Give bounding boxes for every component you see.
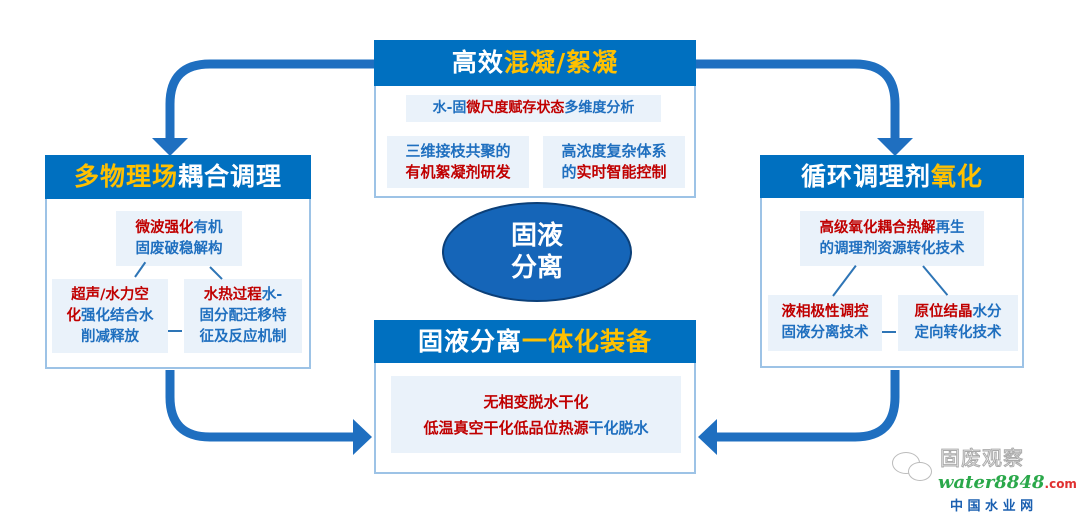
sub-box-oxidation-pyrolysis: 高级氧化耦合热解再生的调理剂资源转化技术 (800, 211, 984, 266)
text-segment: 的 (561, 163, 577, 181)
text-segment: 征及反应机制 (199, 328, 287, 345)
text-line: 三维接枝共聚的 (405, 141, 510, 162)
sub-box-hydrothermal: 水热过程水-固分配迁移特征及反应机制 (184, 279, 302, 353)
text-segment: 有机 (193, 219, 223, 236)
text-line: 定向转化技术 (915, 323, 1002, 344)
text-segment: 定向转化技术 (914, 325, 1002, 341)
text-segment: 一体化装备 (522, 327, 653, 356)
text-segment: 低温真空干化低品位热源 (423, 418, 589, 437)
text-line: 低温真空干化低品位热源干化脱水 (423, 415, 648, 441)
center-line2: 分离 (510, 253, 563, 283)
text-line: 有机絮凝剂研发 (405, 162, 510, 183)
text-segment: 多物理场 (73, 162, 178, 191)
sub-box-smart-control: 高浓度复杂体系的实时智能控制 (543, 136, 685, 188)
text-line: 固液分离技术 (782, 323, 869, 344)
box-coagulation: 高效混凝/絮凝 水-固微尺度赋存状态多维度分析 三维接枝共聚的有机絮凝剂研发 高… (374, 40, 696, 198)
text-segment: 循环调理剂 (800, 162, 931, 191)
text-line: 微波强化有机 (136, 218, 223, 239)
text-line: 超声/水力空 (71, 285, 149, 306)
text-segment: 微尺度赋存状态 (466, 100, 565, 116)
text-line: 高浓度复杂体系 (561, 141, 666, 162)
text-segment: 混凝/絮凝 (503, 48, 619, 77)
sub-box-flocculant: 三维接枝共聚的有机絮凝剂研发 (387, 136, 529, 188)
box-title: 固液分离一体化装备 (374, 320, 696, 363)
text-segment: 实时智能控制 (576, 163, 667, 181)
brand-cn: 中 国 水 业 网 (950, 499, 1034, 514)
arrowhead (877, 138, 913, 156)
sub-box-ultrasound: 超声/水力空化强化结合水削减释放 (52, 279, 168, 353)
arrowhead (152, 138, 188, 156)
connector (168, 330, 182, 332)
text-line: 水热过程水- (204, 285, 283, 306)
brand-suffix: .com (1044, 477, 1077, 491)
text-segment: 固废破稳解构 (135, 240, 223, 257)
center-line1: 固液 (510, 221, 563, 251)
text-segment: 无相变脱水干化 (483, 392, 589, 411)
text-segment: 超声/水力空 (71, 286, 149, 303)
sub-box-crystallization: 原位结晶水分定向转化技术 (898, 295, 1018, 351)
arrow-top-to-left (165, 59, 376, 140)
text-line: 高级氧化耦合热解再生 (820, 218, 965, 239)
text-segment: 原位结晶 (914, 304, 973, 320)
center-ellipse: 固液 分离 (442, 202, 632, 302)
box-recycled-conditioner: 循环调理剂氧化 高级氧化耦合热解再生的调理剂资源转化技术 液相极性调控固液分离技… (760, 155, 1024, 368)
box-multiphysics: 多物理场耦合调理 微波强化有机固废破稳解构 超声/水力空化强化结合水削减释放 水… (45, 155, 311, 369)
box-integrated-equipment: 固液分离一体化装备 无相变脱水干化低温真空干化低品位热源干化脱水 (374, 320, 696, 474)
text-segment: 高浓度复杂体系 (561, 142, 667, 160)
text-segment: 强化结合水 (81, 307, 154, 324)
brand-logo: water8848.com (938, 472, 1077, 495)
text-segment: 再生 (935, 219, 965, 236)
sub-box-polarity: 液相极性调控固液分离技术 (768, 295, 882, 351)
text-segment: 有机絮凝剂研发 (405, 163, 511, 181)
sub-box-drying: 无相变脱水干化低温真空干化低品位热源干化脱水 (391, 376, 681, 453)
text-segment: 液相极性调控 (781, 304, 869, 320)
text-segment: 微波强化 (135, 219, 194, 236)
subtitle-analysis: 水-固微尺度赋存状态多维度分析 (406, 95, 661, 122)
text-segment: 高级氧化耦合热解 (819, 219, 936, 236)
text-line: 固分配迁移特 (200, 306, 287, 327)
text-segment: 化 (66, 307, 82, 324)
text-segment: 水分 (972, 304, 1002, 320)
box-title: 高效混凝/絮凝 (374, 40, 696, 86)
text-segment: 多维度分析 (564, 100, 635, 116)
watermark: 固废观察 water8848.com 中 国 水 业 网 (892, 446, 1080, 520)
text-line: 征及反应机制 (200, 327, 287, 348)
text-segment: 固液分离技术 (781, 325, 869, 341)
text-segment: 耦合调理 (178, 162, 283, 191)
account-name: 固废观察 (940, 446, 1024, 471)
text-segment: 固分配迁移特 (199, 307, 287, 324)
text-line: 化强化结合水 (67, 306, 154, 327)
connector (882, 331, 896, 333)
text-segment: 固液分离 (417, 327, 522, 356)
sub-box-microwave: 微波强化有机固废破稳解构 (116, 211, 242, 266)
text-segment: 三维接枝共聚的 (405, 142, 511, 160)
text-line: 的实时智能控制 (561, 162, 666, 183)
brand-name: water8848 (938, 472, 1045, 493)
text-segment: 高效 (451, 48, 504, 77)
text-segment: 氧化 (931, 162, 984, 191)
wechat-icon-small (908, 462, 932, 481)
box-title: 多物理场耦合调理 (45, 155, 311, 199)
text-line: 削减释放 (81, 327, 139, 348)
arrow-left-to-bottom (165, 370, 355, 442)
arrow-right-to-bottom (715, 370, 900, 442)
arrow-top-to-right (693, 59, 900, 140)
text-segment: 干化脱水 (588, 418, 649, 437)
text-segment: 削减释放 (81, 328, 139, 345)
text-segment: 的调理剂资源转化技术 (819, 240, 965, 257)
text-line: 原位结晶水分 (915, 302, 1002, 323)
box-title: 循环调理剂氧化 (760, 155, 1024, 198)
text-line: 固废破稳解构 (136, 239, 223, 260)
text-segment: 水热过程 (203, 286, 262, 303)
text-line: 液相极性调控 (782, 302, 869, 323)
text-segment: 水- (261, 286, 283, 303)
text-line: 的调理剂资源转化技术 (820, 239, 965, 260)
arrowhead (353, 419, 372, 455)
text-segment: 水-固 (432, 100, 467, 116)
text-line: 无相变脱水干化 (483, 389, 588, 415)
arrowhead (698, 419, 717, 455)
